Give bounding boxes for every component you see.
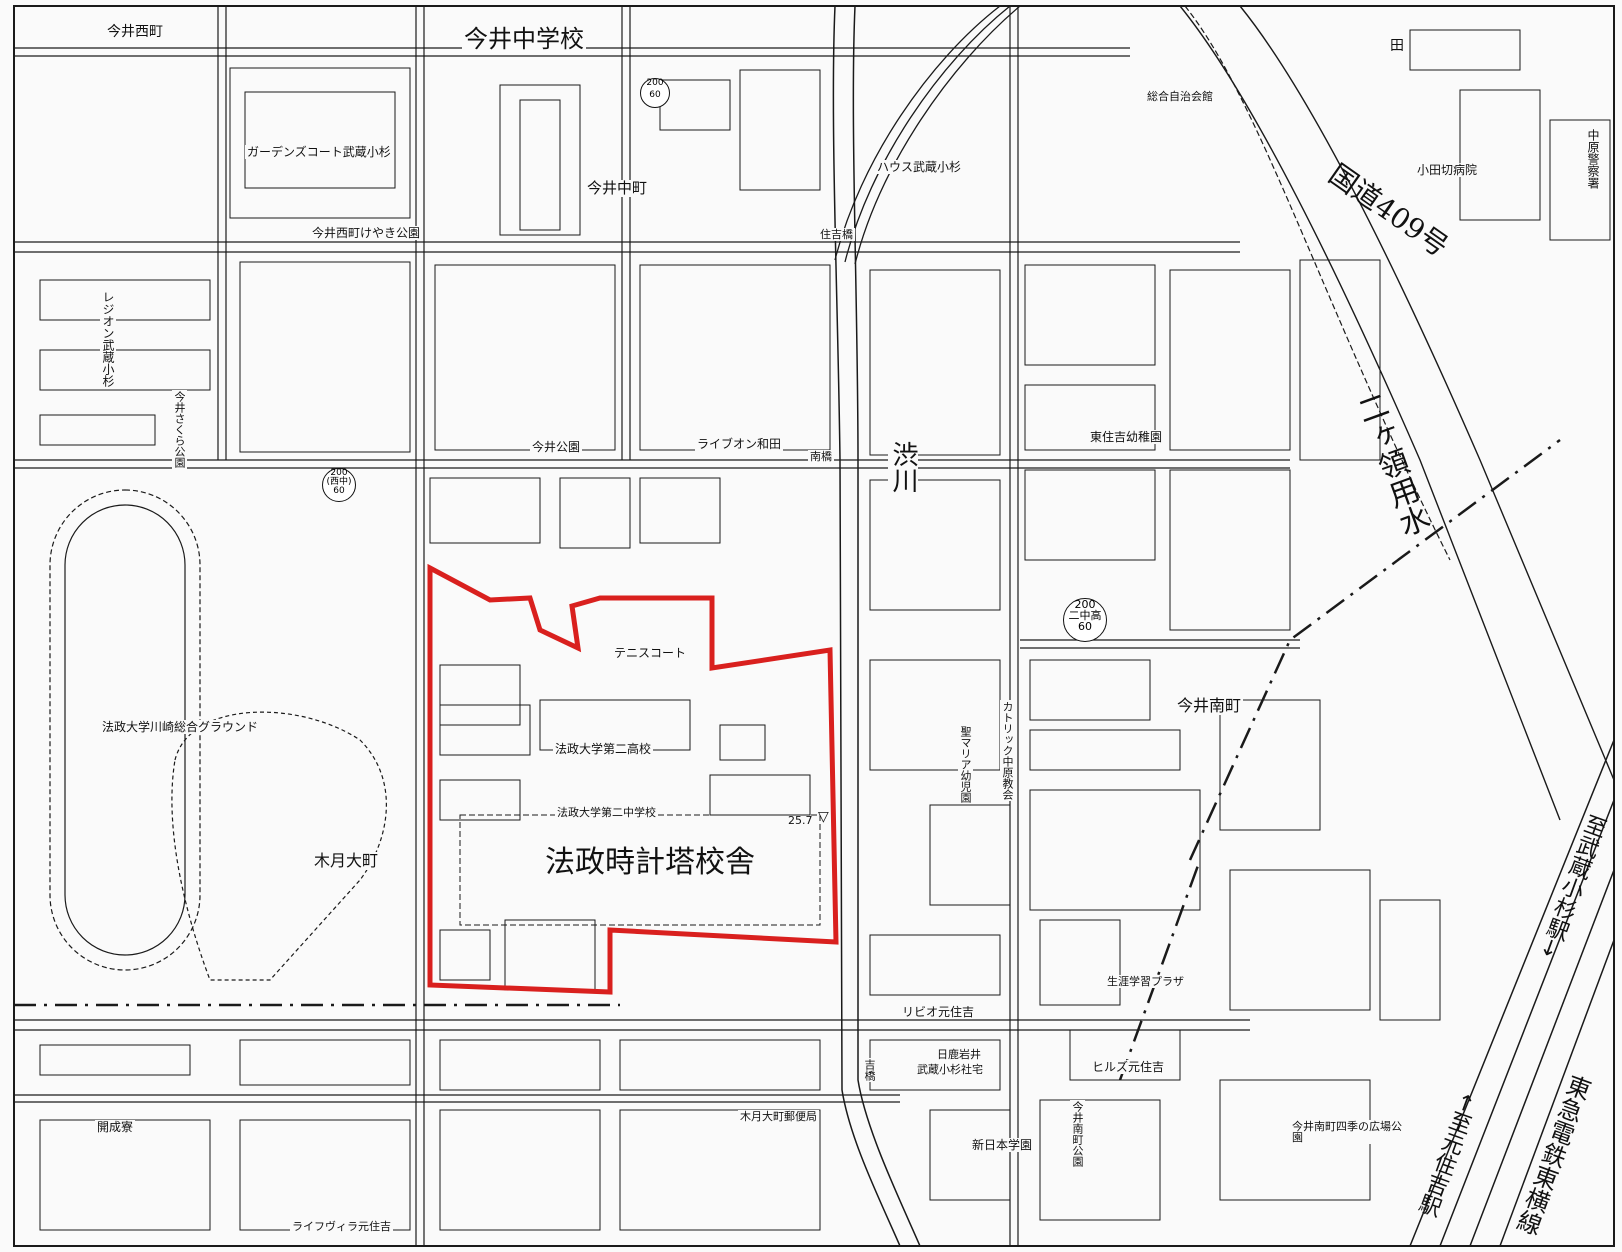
label-imai-park: 今井公園 bbox=[530, 440, 583, 454]
label-imai-minami-park: 今井南町公園 bbox=[1070, 1100, 1085, 1168]
project-boundary bbox=[427, 563, 839, 995]
map-frame bbox=[13, 5, 1615, 1247]
label-shibukawa: 渋川 bbox=[888, 440, 918, 494]
zoning-marker: 200 (西中) 60 bbox=[322, 468, 356, 502]
label-house-musashikosugi: ハウス武蔵小杉 bbox=[875, 160, 964, 174]
marker-top: 200 bbox=[1074, 598, 1096, 611]
label-higashi-sumiyoshi-kg: 東住吉幼稚園 bbox=[1088, 430, 1165, 444]
label-shiki-park: 今井南町四季の広場公園 bbox=[1290, 1120, 1404, 1144]
marker-mid: (西中) bbox=[326, 477, 352, 487]
label-nikko-iwai: 日鹿岩井 bbox=[935, 1048, 983, 1061]
label-kizuki-post: 木月大町郵便局 bbox=[738, 1110, 819, 1123]
label-musashikosugi-shataku: 武蔵小杉社宅 bbox=[915, 1063, 985, 1076]
label-imai-nakamachi: 今井中町 bbox=[585, 179, 650, 197]
label-nakahara-police: 中原警察署 bbox=[1585, 128, 1601, 190]
label-seimaria: 聖マリア幼児園 bbox=[958, 725, 973, 804]
label-yoshi-bridge: 吉橋 bbox=[862, 1058, 877, 1082]
marker-bottom: 60 bbox=[1078, 620, 1092, 633]
label-imai-jhs: 今井中学校 bbox=[462, 25, 586, 53]
label-ribio: リビオ元住吉 bbox=[900, 1005, 977, 1019]
marker-top: 200 bbox=[330, 468, 348, 478]
marker-bottom: 60 bbox=[333, 486, 345, 496]
label-hosei-tower: 法政時計塔校舎 bbox=[545, 845, 755, 880]
marker-top: 200 bbox=[646, 78, 664, 88]
marker-bottom: 60 bbox=[649, 90, 661, 100]
label-gardens-court: ガーデンズコート武蔵小杉 bbox=[245, 145, 393, 159]
label-kaiseiryo: 開成寮 bbox=[95, 1120, 136, 1134]
label-catholic: カトリック中原教会 bbox=[1000, 700, 1015, 801]
label-lifevilla: ライフヴィラ元住吉 bbox=[290, 1220, 393, 1233]
label-livion: ライブオン和田 bbox=[695, 437, 784, 451]
label-hosei-2nd-hs: 法政大学第二高校 bbox=[553, 742, 654, 756]
zoning-marker: 200 60 bbox=[640, 78, 670, 108]
label-ta: 田 bbox=[1388, 38, 1406, 54]
marker-mid: 二中高 bbox=[1068, 609, 1102, 622]
label-sumiyoshi-bridge: 住吉橋 bbox=[818, 228, 855, 241]
label-keyaki-park: 今井西町けやき公園 bbox=[310, 226, 423, 240]
label-imai-nishimachi: 今井西町 bbox=[105, 24, 165, 40]
elevation-triangle-icon: ▽ bbox=[818, 809, 829, 825]
label-shin-nihon: 新日本学園 bbox=[970, 1138, 1035, 1152]
label-imai-minamimachi: 今井南町 bbox=[1175, 696, 1244, 715]
label-minami-bridge: 南橋 bbox=[808, 450, 834, 463]
label-hosei-2nd-jhs: 法政大学第二中学校 bbox=[555, 806, 658, 819]
label-kizuki-omachi: 木月大町 bbox=[312, 851, 381, 870]
label-sogo-jichikai: 総合自治会館 bbox=[1145, 90, 1215, 103]
label-hosei-ground: 法政大学川崎総合グラウンド bbox=[100, 720, 261, 734]
label-odakyu-hospital: 小田切病院 bbox=[1415, 163, 1480, 177]
label-lesion: レジオン武蔵小杉 bbox=[100, 290, 116, 388]
label-sakura-park: 今井さくら公園 bbox=[172, 390, 187, 469]
label-tennis-court: テニスコート bbox=[612, 646, 689, 660]
label-elevation: 25.7 bbox=[788, 814, 813, 827]
label-shogai-plaza: 生涯学習プラザ bbox=[1105, 975, 1186, 988]
label-hills: ヒルズ元住吉 bbox=[1090, 1060, 1167, 1074]
zoning-marker: 200 二中高 60 bbox=[1063, 598, 1107, 642]
